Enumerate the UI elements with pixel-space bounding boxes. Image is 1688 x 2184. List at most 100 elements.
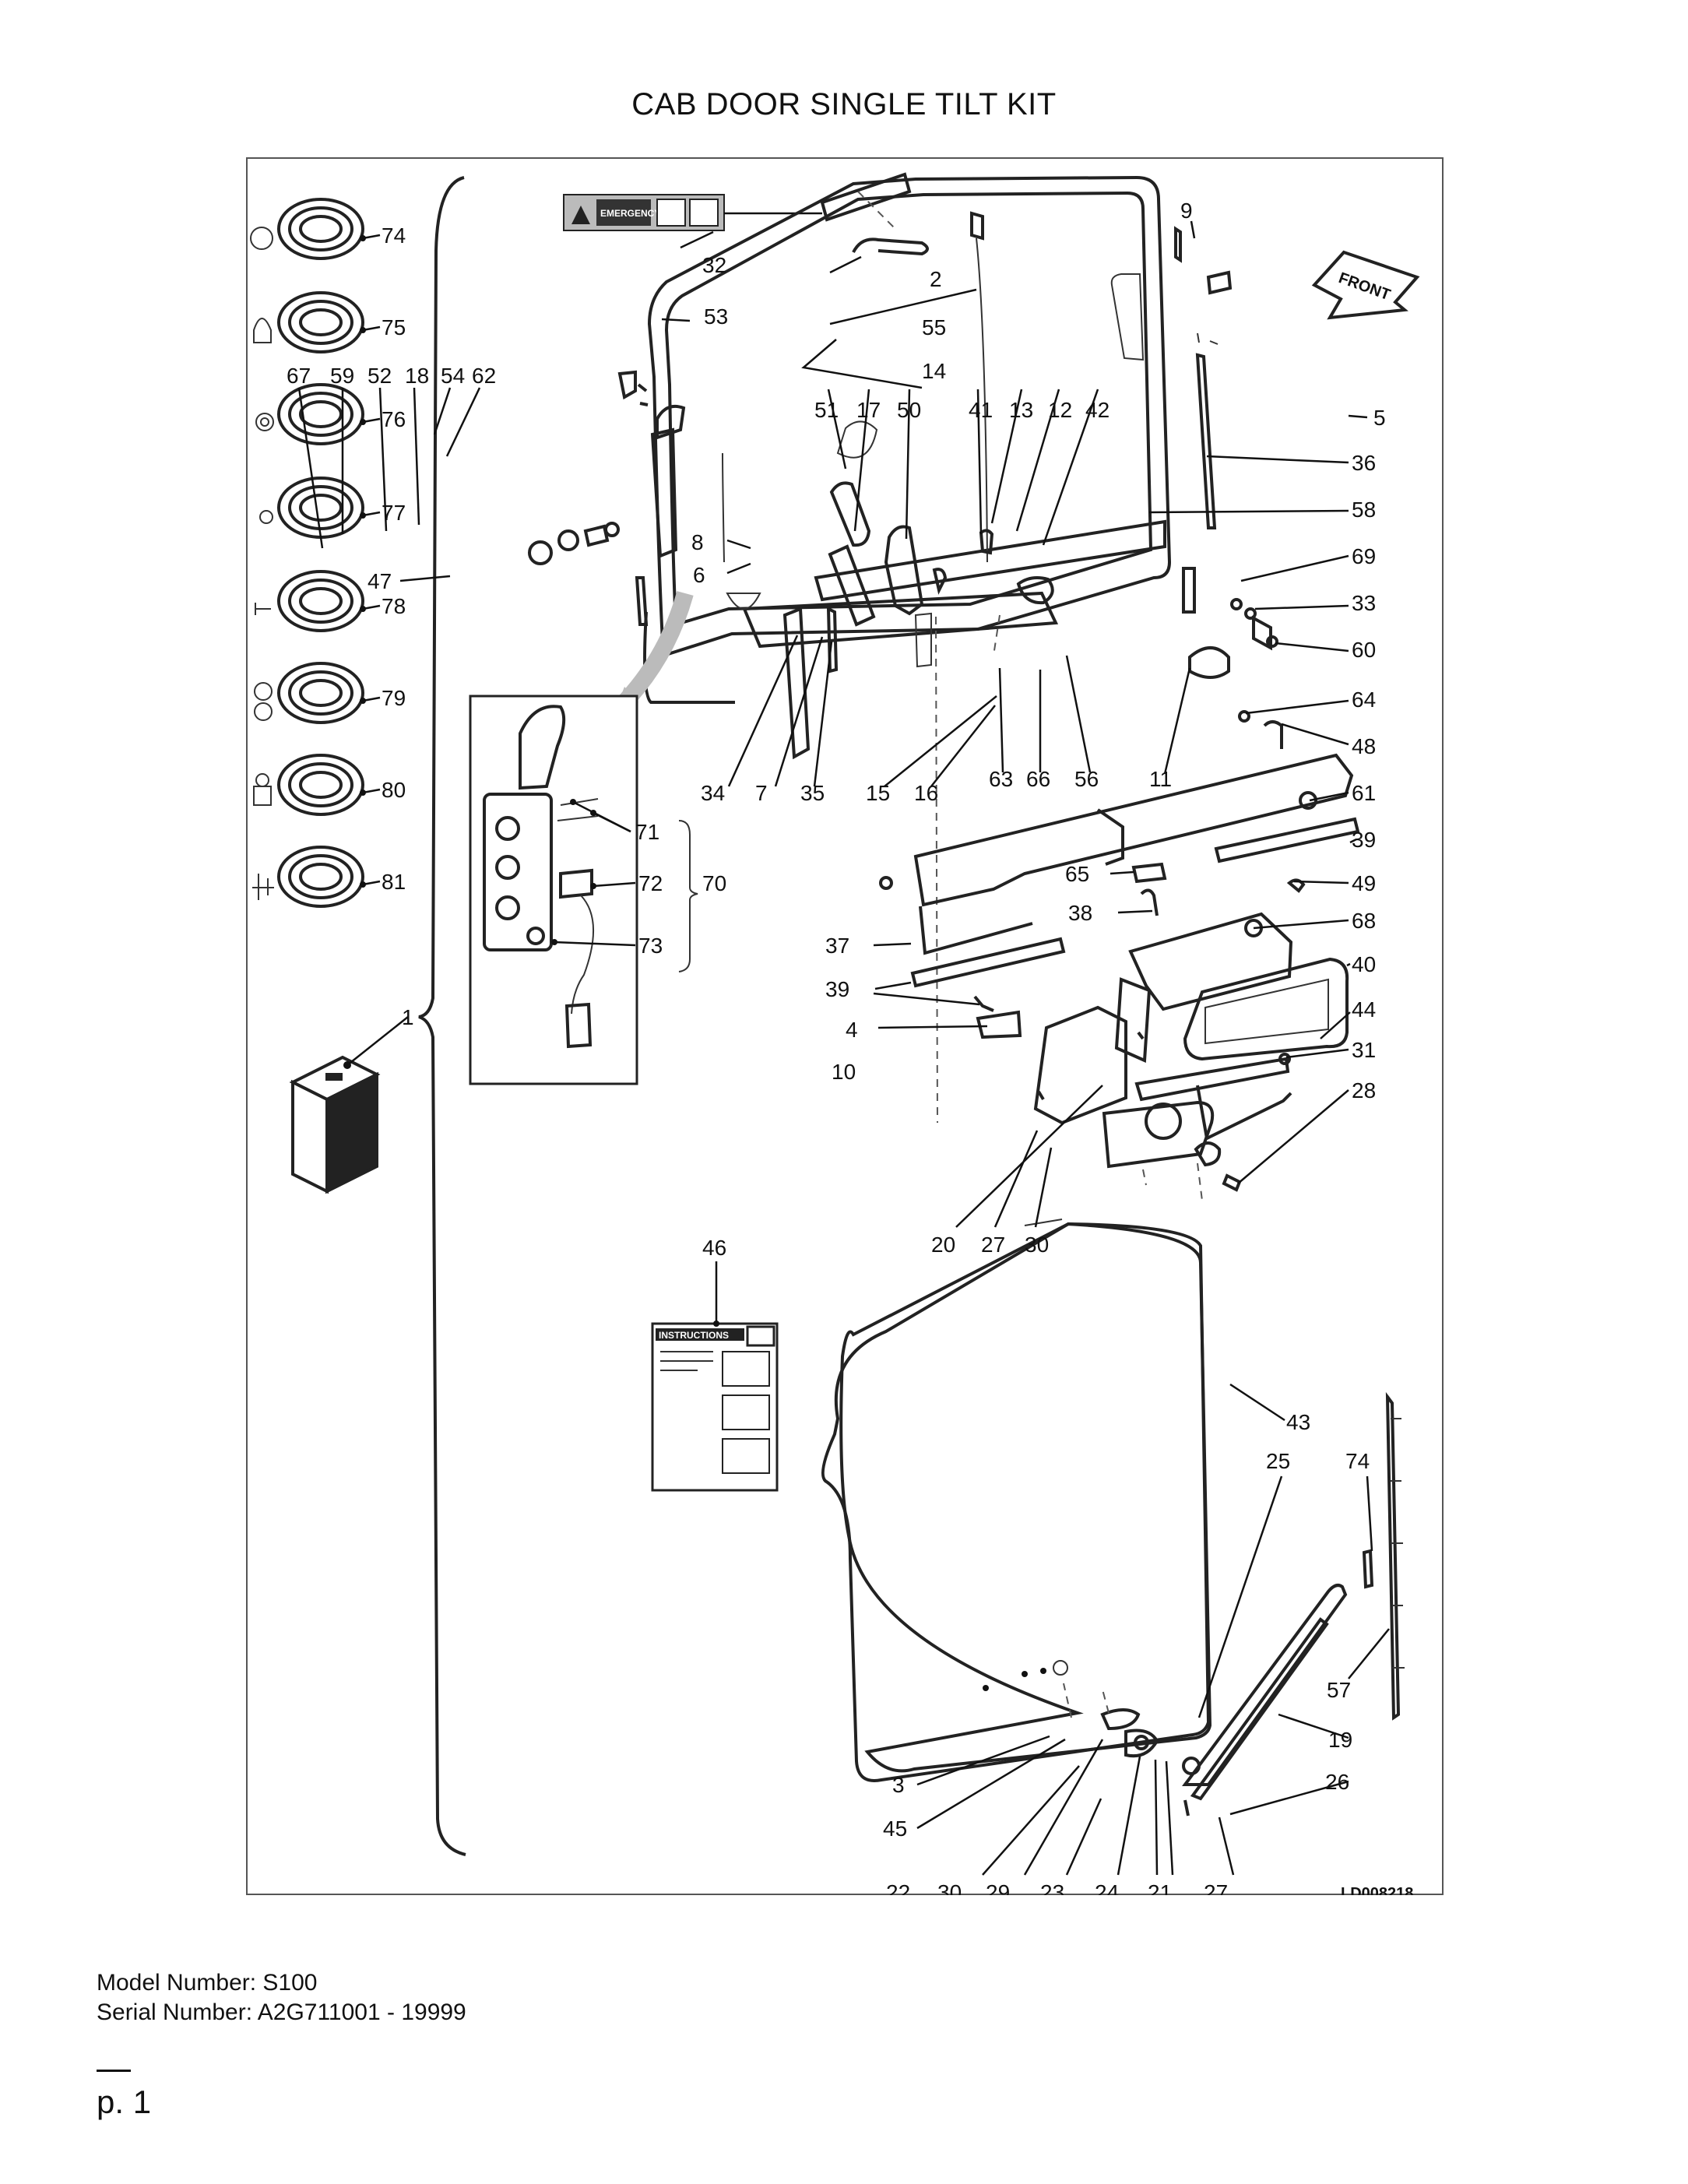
callout-51: 51 <box>814 398 839 422</box>
instructions-decal: INSTRUCTIONS <box>651 1261 779 1492</box>
callout-69: 69 <box>1352 544 1376 568</box>
callout-27-bottom: 27 <box>1204 1880 1228 1895</box>
wire-coil-77 <box>259 477 364 539</box>
callout-72: 72 <box>638 871 663 895</box>
small-hardware <box>879 598 1317 1065</box>
callout-19: 19 <box>1328 1728 1352 1752</box>
page-number: p. 1 <box>97 2084 152 2120</box>
callout-68: 68 <box>1352 909 1376 933</box>
model-info: Model Number: S100 Serial Number: A2G711… <box>97 1968 466 2027</box>
callout-12: 12 <box>1048 398 1072 422</box>
callout-3: 3 <box>892 1773 905 1797</box>
callout-45: 45 <box>883 1816 907 1841</box>
callout-42: 42 <box>1085 398 1110 422</box>
callout-58: 58 <box>1352 498 1376 522</box>
parts-diagram: EMERGENCY EXIT <box>250 172 1420 1895</box>
callout-74-bottom: 74 <box>1345 1449 1370 1473</box>
callout-38: 38 <box>1068 901 1092 925</box>
latch-detail-inset <box>469 695 698 1085</box>
callout-16: 16 <box>914 781 938 805</box>
callout-59: 59 <box>330 364 354 388</box>
instructions-text: INSTRUCTIONS <box>659 1330 729 1341</box>
callout-57: 57 <box>1327 1678 1351 1702</box>
callout-76: 76 <box>382 407 406 431</box>
callout-67: 67 <box>287 364 311 388</box>
callout-70: 70 <box>702 871 726 895</box>
latch-parts <box>528 370 735 709</box>
callout-37: 37 <box>825 934 849 958</box>
wire-coil-81 <box>252 846 364 908</box>
callout-79: 79 <box>382 686 406 710</box>
callout-22: 22 <box>886 1880 910 1895</box>
callout-18: 18 <box>405 364 429 388</box>
drawing-code: LD008218 <box>1341 1885 1413 1895</box>
wire-coil-group <box>250 198 381 908</box>
callout-47: 47 <box>367 569 392 593</box>
callout-64: 64 <box>1352 688 1376 712</box>
callout-5: 5 <box>1373 406 1386 430</box>
wire-coil-75 <box>253 291 364 353</box>
callout-31: 31 <box>1352 1038 1376 1062</box>
door-frame <box>647 175 1172 658</box>
callout-46: 46 <box>702 1236 726 1260</box>
leader-lines <box>297 220 1390 1876</box>
callout-11: 11 <box>1149 767 1172 791</box>
kit-bracket <box>418 176 466 1856</box>
callout-71: 71 <box>635 820 659 844</box>
callout-30-mid: 30 <box>1025 1233 1049 1257</box>
callout-29: 29 <box>986 1880 1010 1895</box>
callout-8: 8 <box>691 530 704 554</box>
callout-63: 63 <box>989 767 1013 791</box>
callout-61: 61 <box>1352 781 1376 805</box>
front-arrow-label: FRONT <box>1336 269 1392 304</box>
callout-33: 33 <box>1352 591 1376 615</box>
callout-75: 75 <box>382 315 406 339</box>
callout-62: 62 <box>472 364 496 388</box>
emergency-exit-decal: EMERGENCY EXIT <box>563 172 912 231</box>
callout-80: 80 <box>382 778 406 802</box>
wire-coil-74 <box>250 198 364 260</box>
callout-7: 7 <box>755 781 768 805</box>
callout-50: 50 <box>897 398 921 422</box>
callout-28: 28 <box>1352 1078 1376 1103</box>
wiper-assembly <box>1063 1391 1405 1816</box>
callout-81: 81 <box>382 870 406 894</box>
callout-44: 44 <box>1352 997 1376 1022</box>
callout-53: 53 <box>704 304 728 329</box>
callout-39-left: 39 <box>825 977 849 1001</box>
wire-coil-78 <box>255 570 364 632</box>
callout-32: 32 <box>702 253 726 277</box>
callout-labels: 74 75 76 77 78 79 80 81 1 67 59 52 18 54… <box>287 199 1386 1895</box>
callout-27-mid: 27 <box>981 1233 1005 1257</box>
callout-48: 48 <box>1352 734 1376 758</box>
callout-2: 2 <box>930 267 942 291</box>
callout-52: 52 <box>367 364 392 388</box>
callout-15: 15 <box>866 781 890 805</box>
callout-77: 77 <box>382 501 406 525</box>
callout-14: 14 <box>922 359 946 383</box>
callout-78: 78 <box>382 594 406 618</box>
callout-40: 40 <box>1352 952 1376 976</box>
tilt-bracket-assembly <box>910 753 1360 1201</box>
callout-43: 43 <box>1286 1410 1310 1434</box>
callout-6: 6 <box>693 563 705 587</box>
door-glass <box>821 1219 1212 1782</box>
callout-20: 20 <box>931 1233 955 1257</box>
diagram-frame <box>246 157 1444 1895</box>
callout-65: 65 <box>1065 862 1089 886</box>
wire-coil-79 <box>254 662 364 724</box>
wire-coil-80 <box>253 754 364 816</box>
page-rule <box>97 2070 131 2072</box>
callout-21: 21 <box>1148 1880 1172 1895</box>
serial-number: Serial Number: A2G711001 - 19999 <box>97 1999 466 2025</box>
callout-34: 34 <box>701 781 725 805</box>
callout-66: 66 <box>1026 767 1050 791</box>
callout-74-top: 74 <box>382 223 406 248</box>
kit-box <box>289 1016 409 1194</box>
callout-17: 17 <box>856 398 881 422</box>
callout-24: 24 <box>1095 1880 1119 1895</box>
callout-49: 49 <box>1352 871 1376 895</box>
page-title: CAB DOOR SINGLE TILT KIT <box>631 87 1057 121</box>
callout-35: 35 <box>800 781 825 805</box>
callout-56: 56 <box>1074 767 1099 791</box>
